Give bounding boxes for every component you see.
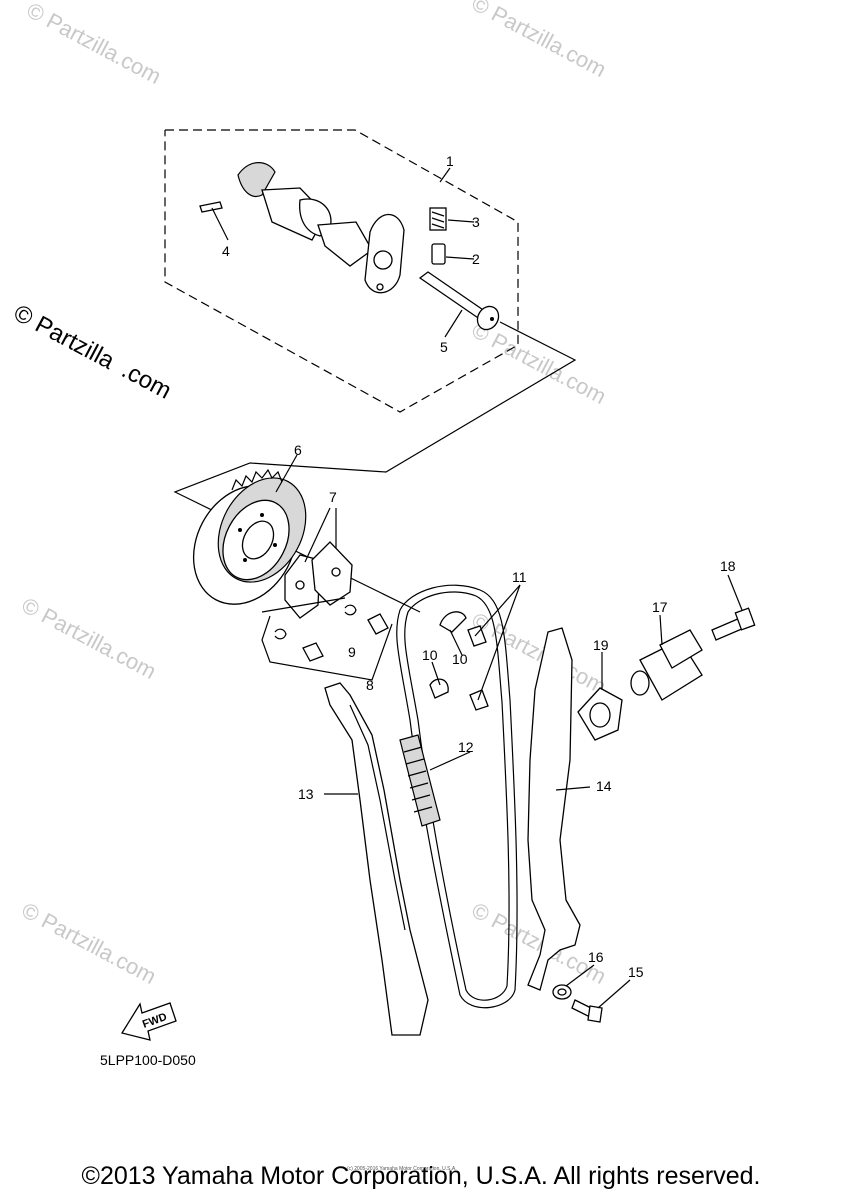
watermarks: © Partzilla.com © Partzilla.com © Partzi… (9, 0, 610, 989)
camshaft-assembly-boundary (164, 129, 519, 413)
guide-hardware (429, 611, 489, 711)
callout-12: 12 (458, 739, 474, 755)
small-print: (c) 2005-2016 Yamaha Motor Corporation, … (347, 1166, 457, 1172)
watermark-text: © Partzilla.com (18, 592, 161, 684)
tensioner-17 (630, 629, 703, 701)
leader-lines (211, 167, 743, 1009)
callout-1: 1 (446, 153, 454, 169)
watermark-text: © Partzilla.com (468, 317, 611, 409)
watermark-main-top: © Partzilla (9, 299, 119, 375)
washer-16 (552, 984, 572, 1000)
watermark-main-bottom: .com (117, 356, 176, 404)
gasket-19 (577, 687, 623, 741)
callout-15: 15 (628, 964, 644, 980)
callout-7: 7 (329, 489, 337, 505)
bracket-9-inner (261, 597, 346, 613)
tensioner-guide-14 (527, 627, 581, 991)
chain-guide-13 (324, 682, 429, 1036)
watermark-text: © Partzilla.com (23, 0, 166, 89)
callout-10b: 10 (452, 651, 468, 667)
callout-11: 11 (512, 569, 527, 585)
callout-10a: 10 (422, 647, 438, 663)
callout-18: 18 (720, 558, 736, 574)
callout-8: 8 (366, 677, 374, 693)
watermark-text: © Partzilla.com (468, 0, 611, 82)
diagram-code: 5LPP100-D050 (100, 1052, 196, 1068)
spring-part-3 (429, 207, 447, 231)
chain-links (399, 734, 441, 827)
callout-3: 3 (472, 214, 480, 230)
bolt-15 (571, 999, 603, 1023)
callout-16: 16 (588, 949, 604, 965)
callout-17: 17 (652, 599, 668, 615)
callouts: 1 2 3 4 5 6 7 8 9 10 10 11 12 13 14 15 1… (222, 153, 736, 980)
callout-9: 9 (348, 644, 356, 660)
callout-14: 14 (596, 778, 612, 794)
watermark-text: © Partzilla.com (18, 897, 161, 989)
springs-part-9 (274, 604, 357, 640)
decompressor-plates (284, 541, 353, 619)
bolts-part-8 (302, 613, 389, 662)
camshaft (199, 162, 405, 294)
shaft-part-5 (418, 271, 500, 331)
callout-2: 2 (472, 251, 480, 267)
bolt-18 (711, 607, 756, 641)
callout-13: 13 (298, 786, 314, 802)
callout-19: 19 (593, 637, 609, 653)
copyright-notice: ©2013 Yamaha Motor Corporation, U.S.A. A… (81, 1162, 761, 1190)
callout-4: 4 (222, 243, 230, 259)
timing-chain (396, 584, 518, 1009)
cam-sprocket (192, 468, 307, 605)
callout-6: 6 (294, 442, 302, 458)
bracket-9-8 (261, 615, 393, 681)
timing-chain-inner (404, 591, 510, 1001)
callout-5: 5 (440, 339, 448, 355)
forward-arrow-icon: FWD (120, 1002, 177, 1041)
pin-part-2 (431, 243, 446, 265)
